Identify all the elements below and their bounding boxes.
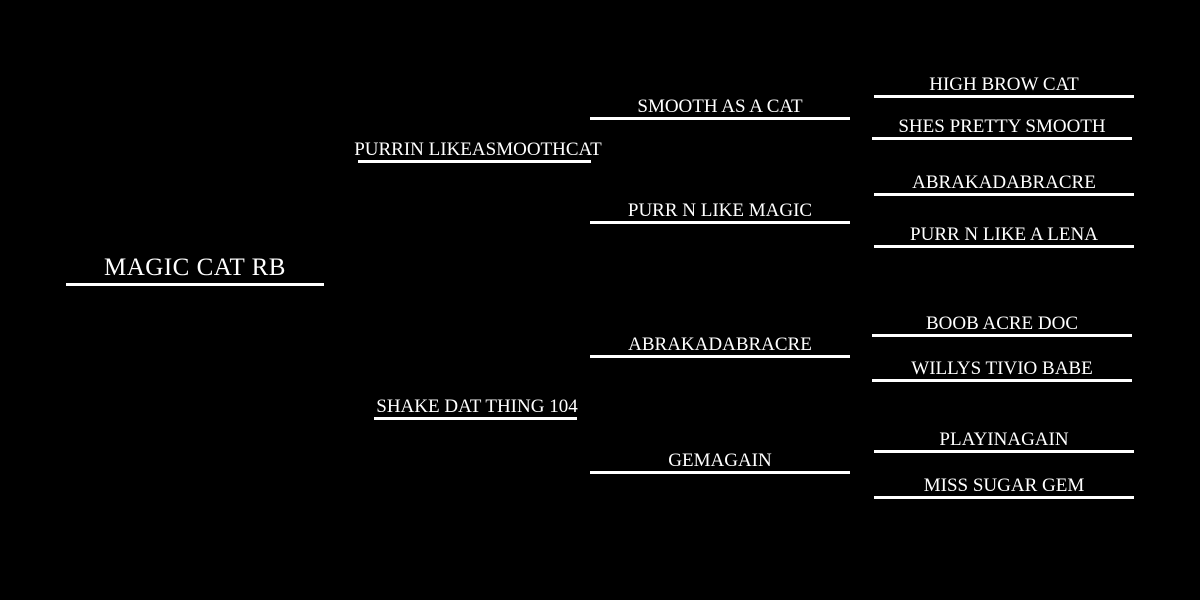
sires-sire-entry: SMOOTH AS A CAT xyxy=(590,97,850,125)
great-grandsire-entry: HIGH BROW CAT xyxy=(874,75,1134,101)
sires-sire-name: SMOOTH AS A CAT xyxy=(637,96,803,117)
name-underline xyxy=(374,417,577,420)
name-underline xyxy=(358,160,591,163)
sires-dam-name: PURR N LIKE MAGIC xyxy=(627,200,813,221)
name-underline xyxy=(66,283,324,286)
name-underline xyxy=(872,334,1132,337)
great-granddam-entry: PURR N LIKE A LENA xyxy=(874,225,1134,251)
name-underline xyxy=(874,450,1134,453)
dams-dam-entry: GEMAGAIN xyxy=(590,451,850,479)
horse-name-entry: MAGIC CAT RB xyxy=(66,255,324,289)
name-underline xyxy=(874,496,1134,499)
name-underline xyxy=(590,221,850,224)
great-grandsire-name: ABRAKADABRACRE xyxy=(912,172,1096,193)
name-underline xyxy=(590,117,850,120)
great-granddam-name: PURR N LIKE A LENA xyxy=(910,224,1098,245)
great-granddam-name: MISS SUGAR GEM xyxy=(923,475,1085,496)
great-granddam-entry: SHES PRETTY SMOOTH xyxy=(872,117,1132,143)
sire-entry: PURRIN LIKEASMOOTHCAT xyxy=(348,140,608,166)
dams-dam-name: GEMAGAIN xyxy=(668,450,772,471)
horse-name: MAGIC CAT RB xyxy=(104,254,286,281)
name-underline xyxy=(874,193,1134,196)
great-grandsire-entry: BOOB ACRE DOC xyxy=(872,314,1132,340)
great-grandsire-entry: PLAYINAGAIN xyxy=(874,430,1134,456)
dams-sire-entry: ABRAKADABRACRE xyxy=(590,335,850,363)
great-granddam-entry: WILLYS TIVIO BABE xyxy=(872,359,1132,385)
name-underline xyxy=(590,355,850,358)
great-granddam-entry: MISS SUGAR GEM xyxy=(874,476,1134,502)
great-granddam-name: SHES PRETTY SMOOTH xyxy=(898,116,1106,137)
name-underline xyxy=(872,137,1132,140)
dam-entry: SHAKE DAT THING 104 xyxy=(370,397,584,423)
great-grandsire-entry: ABRAKADABRACRE xyxy=(874,173,1134,199)
name-underline xyxy=(874,245,1134,248)
name-underline xyxy=(590,471,850,474)
name-underline xyxy=(872,379,1132,382)
great-granddam-name: WILLYS TIVIO BABE xyxy=(911,358,1093,379)
sire-name: PURRIN LIKEASMOOTHCAT xyxy=(354,139,602,160)
dams-sire-name: ABRAKADABRACRE xyxy=(628,334,812,355)
great-grandsire-name: PLAYINAGAIN xyxy=(939,429,1069,450)
name-underline xyxy=(874,95,1134,98)
great-grandsire-name: BOOB ACRE DOC xyxy=(925,313,1079,334)
dam-name: SHAKE DAT THING 104 xyxy=(376,396,578,417)
great-grandsire-name: HIGH BROW CAT xyxy=(929,74,1079,95)
sires-dam-entry: PURR N LIKE MAGIC xyxy=(590,201,850,229)
